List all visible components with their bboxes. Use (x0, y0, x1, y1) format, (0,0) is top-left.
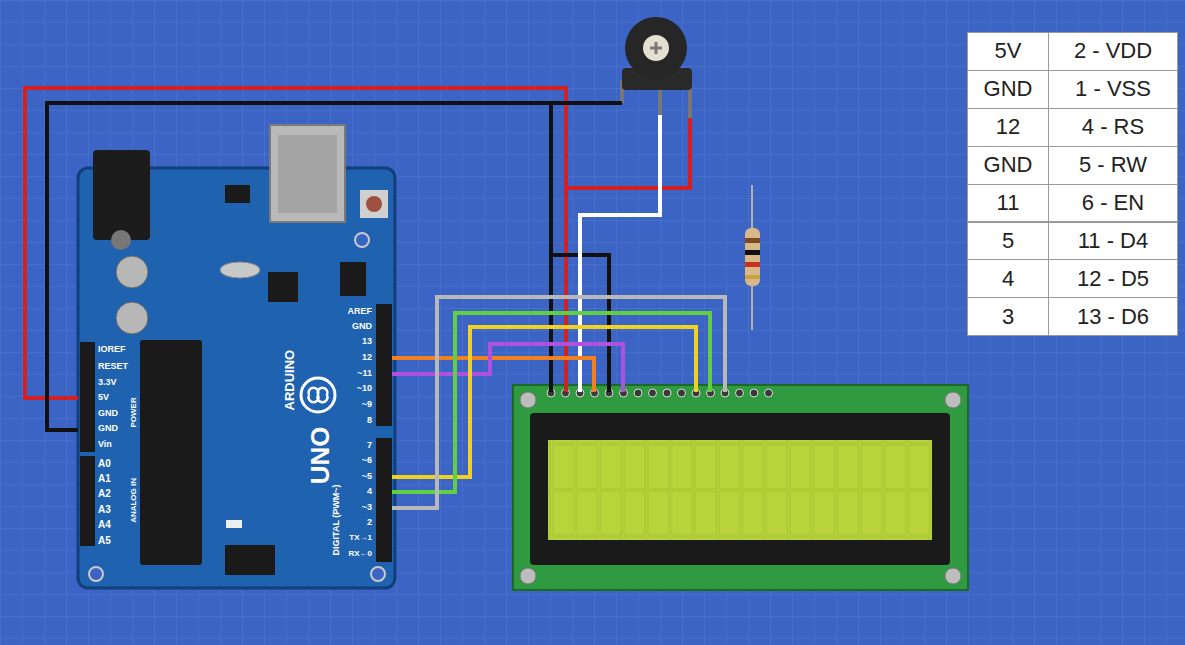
pin-label: Vin (98, 440, 112, 450)
table-cell-text: 6 - EN (1082, 191, 1144, 215)
pin-label: RESET (98, 362, 128, 372)
table-cell: 4 - RS (1048, 108, 1178, 147)
lcd-module (513, 385, 968, 590)
pin-label: ~5 (362, 472, 372, 482)
pin-label: RX←0 (348, 550, 372, 559)
table-cell: 12 (967, 108, 1049, 147)
table-cell-text: 1 - VSS (1075, 77, 1151, 101)
pin-label: AREF (348, 307, 373, 317)
table-cell-text: 12 - D5 (1077, 267, 1149, 291)
pin-label: A0 (98, 458, 111, 469)
pin-label: GND (98, 409, 118, 419)
table-cell: 5V (967, 32, 1049, 71)
wires (25, 88, 725, 508)
table-cell: 5 (967, 222, 1049, 261)
pin-label: 2 (367, 518, 372, 528)
pin-label: 4 (367, 487, 372, 497)
table-cell: GND (967, 70, 1049, 109)
arduino-board-labels: AREF GND 13 12 ~11 ~10 ~9 8 7 ~6 ~5 4 ~3 2TX→1RX←0 DIG… (78, 125, 395, 590)
table-cell: 12 - D5 (1048, 259, 1178, 298)
table-cell-text: 5 - RW (1079, 153, 1147, 177)
pin-label: ~10 (357, 384, 372, 394)
table-cell: 6 - EN (1048, 184, 1178, 223)
table-cell-text: 2 - VDD (1074, 39, 1152, 63)
board-section-label: ANALOG IN (130, 478, 139, 523)
table-cell-text: 4 (1002, 267, 1014, 291)
table-cell: 4 (967, 259, 1049, 298)
pin-label: A4 (98, 519, 111, 530)
pin-label: 5V (98, 393, 109, 403)
table-cell-text: 3 (1002, 305, 1014, 329)
table-cell-text: 11 - D4 (1078, 229, 1149, 253)
table-cell: 3 (967, 297, 1049, 336)
pin-label: A1 (98, 473, 111, 484)
board-section-label: POWER (130, 397, 139, 427)
pin-label: ~11 (357, 369, 372, 379)
table-cell: 11 (967, 184, 1049, 223)
table-cell-text: 4 - RS (1082, 115, 1144, 139)
table-cell: 2 - VDD (1048, 32, 1178, 71)
pin-label: ~3 (362, 503, 372, 513)
board-section-label: UNO (306, 426, 335, 484)
table-cell-text: 13 - D6 (1077, 305, 1149, 329)
board-section-label: DIGITAL (PWM~) (331, 485, 341, 556)
pin-label: 13 (362, 337, 372, 347)
pin-label: 3.3V (98, 378, 117, 388)
pin-label: 8 (367, 416, 372, 426)
pin-label: GND (98, 424, 118, 434)
board-section-label: ARDUINO (283, 350, 297, 411)
arduino-board (78, 125, 395, 588)
table-cell-text: 12 (996, 115, 1020, 139)
table-cell-text: 11 (997, 191, 1020, 215)
pin-label: GND (352, 322, 372, 332)
pin-label: A2 (98, 488, 111, 499)
table-cell-text: 5V (995, 39, 1022, 63)
table-cell: 1 - VSS (1048, 70, 1178, 109)
pin-label: A5 (98, 535, 111, 546)
table-cell-text: GND (984, 153, 1033, 177)
table-cell: 13 - D6 (1048, 297, 1178, 336)
table-cell: GND (967, 146, 1049, 185)
table-cell: 5 - RW (1048, 146, 1178, 185)
table-cell-text: 5 (1002, 229, 1014, 253)
table-cell: 11 - D4 (1048, 222, 1178, 261)
resistor-symbol (745, 185, 760, 330)
pin-label: 12 (362, 353, 372, 363)
pin-label: ~6 (362, 456, 372, 466)
pin-label: IOREF (98, 345, 126, 355)
pin-label: ~9 (362, 400, 372, 410)
pin-label: TX→1 (349, 534, 372, 543)
pin-label: A3 (98, 504, 111, 515)
pin-label: 7 (367, 441, 372, 451)
potentiometer (622, 17, 692, 118)
table-cell-text: GND (984, 77, 1033, 101)
